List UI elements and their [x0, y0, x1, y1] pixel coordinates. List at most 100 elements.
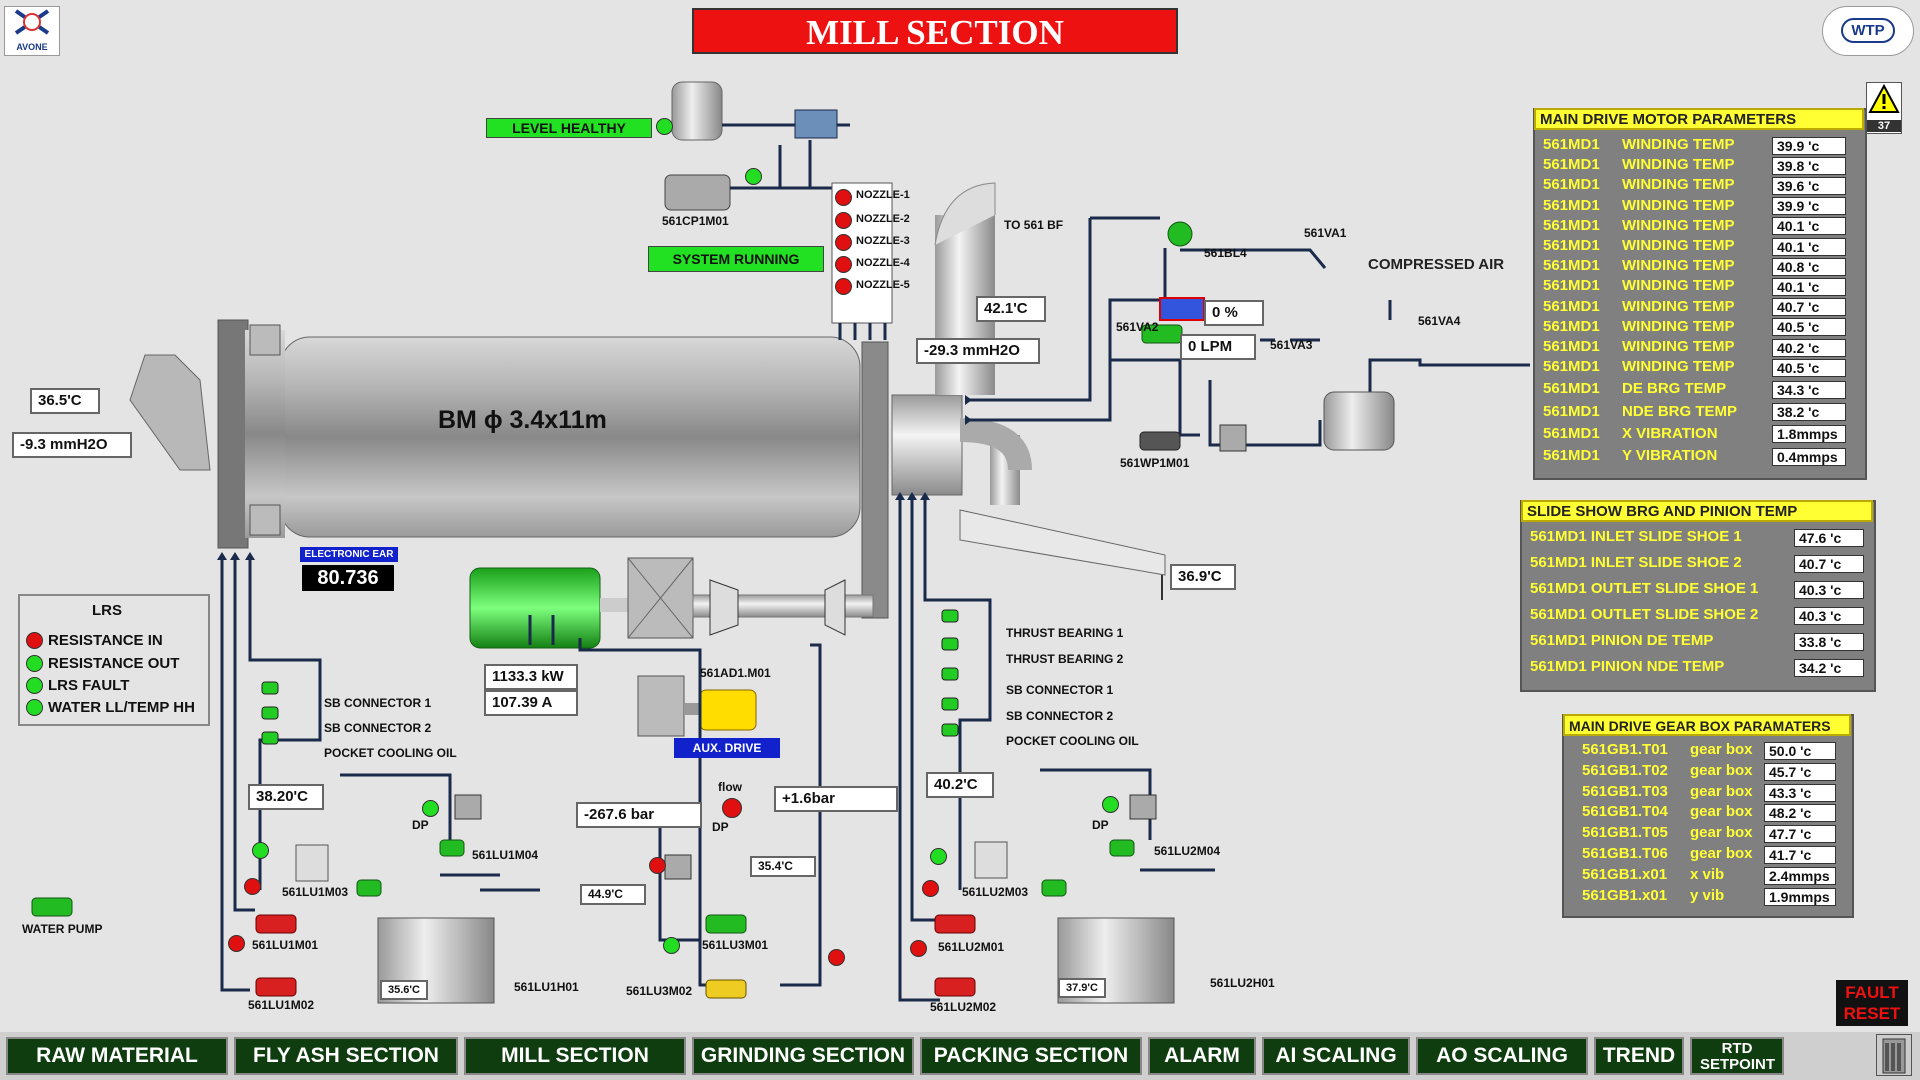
motor-row-value: 40.5 'c [1772, 358, 1846, 377]
motor-row-param: WINDING TEMP [1622, 176, 1735, 194]
nav-raw-material[interactable]: RAW MATERIAL [6, 1037, 228, 1075]
motor-row-tag: 561MD1 [1543, 338, 1600, 355]
nav-rtd-setpoint[interactable]: RTD SETPOINT [1690, 1037, 1784, 1075]
motor-row-param: Y VIBRATION [1622, 447, 1718, 464]
motor-row-value: 39.9 'c [1772, 136, 1846, 155]
mill-label: BM ϕ 3.4x11m [438, 406, 607, 434]
motor-row-value: 40.1 'c [1772, 277, 1846, 296]
motor-row-param: WINDING TEMP [1622, 358, 1735, 376]
water-ll-label: WATER LL/TEMP HH [48, 699, 195, 716]
fault-reset-button[interactable]: FAULT RESET [1836, 980, 1908, 1026]
right-sb-connector-1: SB CONNECTOR 1 [1006, 683, 1114, 697]
aux-drive-label: AUX. DRIVE [674, 738, 780, 758]
va3-label: 561VA3 [1270, 338, 1313, 352]
cp1m01-label: 561CP1M01 [662, 214, 729, 228]
alarm-indicator[interactable]: 37 [1866, 82, 1902, 134]
gear-row-param: gear box [1690, 761, 1753, 779]
motor-row-value: 40.2 'c [1772, 338, 1846, 357]
water-pump-label: WATER PUMP [22, 922, 103, 936]
va2-label: 561VA2 [1116, 320, 1159, 334]
resistance-out-led [26, 655, 43, 672]
gear-panel-title: MAIN DRIVE GEAR BOX PARAMATERS [1563, 714, 1851, 736]
slide-row-label: 561MD1 INLET SLIDE SHOE 2 [1530, 554, 1742, 571]
flow-arrows [217, 395, 972, 560]
nav-grinding-section[interactable]: GRINDING SECTION [692, 1037, 914, 1075]
lu1-tank-temp-value: 35.6'C [380, 980, 428, 1000]
resistance-out-label: RESISTANCE OUT [48, 655, 180, 672]
lu2-green-led [930, 848, 947, 865]
nozzle-2-label: NOZZLE-2 [856, 213, 910, 225]
lu3m01-label: 561LU3M01 [702, 938, 769, 952]
flow-label: flow [718, 780, 742, 794]
va2-percent-value: 0 % [1204, 300, 1264, 326]
nozzle-2-led [835, 212, 852, 229]
motor-row-param: WINDING TEMP [1622, 317, 1735, 335]
motor-row-value: 40.1 'c [1772, 217, 1846, 236]
lu1-temp-value: 38.20'C [248, 784, 324, 810]
ad1m01-label: 561AD1.M01 [700, 666, 771, 680]
motor-row-param: WINDING TEMP [1622, 338, 1735, 355]
motor-row-value: 0.4mmps [1772, 447, 1846, 466]
chute-temp-value: 36.9'C [1170, 564, 1236, 590]
lu2-red-led-1 [922, 880, 939, 897]
slide-row-label: 561MD1 INLET SLIDE SHOE 1 [1530, 528, 1742, 545]
slide-row-value: 47.6 'c [1794, 529, 1864, 547]
motor-row-tag: 561MD1 [1543, 317, 1600, 335]
gear-row-tag: 561GB1.T03 [1582, 782, 1668, 800]
motor-row-param: WINDING TEMP [1622, 297, 1735, 315]
motor-row-param: DE BRG TEMP [1622, 380, 1727, 398]
gear-row-value: 45.7 'c [1764, 762, 1836, 781]
motor-row-value: 40.5 'c [1772, 318, 1846, 337]
water-ll-led [26, 699, 43, 716]
slide-row-value: 40.7 'c [1794, 555, 1864, 573]
motor-row-tag: 561MD1 [1543, 297, 1600, 315]
motor-row-tag: 561MD1 [1543, 136, 1600, 153]
gear-row-param: gear box [1690, 845, 1753, 862]
gear-row-tag: 561GB1.T05 [1582, 824, 1668, 842]
process-piping [220, 216, 1530, 1002]
motor-row-value: 34.3 'c [1772, 380, 1846, 399]
nav-fly-ash-section[interactable]: FLY ASH SECTION [234, 1037, 458, 1075]
ball-mill [129, 319, 889, 619]
page-title: MILL SECTION [692, 8, 1178, 54]
slide-panel-title: SLIDE SHOW BRG AND PINION TEMP [1521, 500, 1873, 522]
nav-ao-scaling[interactable]: AO SCALING [1416, 1037, 1588, 1075]
nav-packing-section[interactable]: PACKING SECTION [920, 1037, 1142, 1075]
lu1m01-label: 561LU1M01 [252, 938, 319, 952]
warning-icon [1868, 83, 1900, 113]
motor-row-tag: 561MD1 [1543, 277, 1600, 295]
nav-trend[interactable]: TREND [1594, 1037, 1684, 1075]
slide-row-label: 561MD1 OUTLET SLIDE SHOE 1 [1530, 580, 1759, 597]
wtp-logo-text: WTP [1841, 18, 1895, 43]
gear-row-param: y vib [1690, 886, 1725, 904]
gear-row-tag: 561GB1.T06 [1582, 845, 1668, 862]
current-a-value: 107.39 A [484, 690, 578, 716]
main-drive [469, 557, 874, 737]
nozzle-3-label: NOZZLE-3 [856, 235, 910, 247]
lu2m03-label: 561LU2M03 [962, 885, 1029, 899]
nav-alarm[interactable]: ALARM [1148, 1037, 1256, 1075]
press-bar-value: -267.6 bar [576, 802, 702, 828]
lu2-dp-label: DP [1092, 818, 1109, 832]
avone-emblem-icon [14, 9, 50, 35]
nozzle-1-led [835, 189, 852, 206]
motor-row-value: 39.6 'c [1772, 176, 1846, 195]
lu1-red-led-2 [228, 935, 245, 952]
nav-ai-scaling[interactable]: AI SCALING [1262, 1037, 1410, 1075]
motor-row-value: 38.2 'c [1772, 403, 1846, 422]
outlet-temp-value: 42.1'C [976, 296, 1046, 322]
lu2m02-label: 561LU2M02 [930, 1000, 997, 1014]
motor-row-tag: 561MD1 [1543, 196, 1600, 214]
motor-row-value: 40.8 'c [1772, 257, 1846, 276]
lu3-temp2-value: 44.9'C [580, 884, 646, 905]
right-pocket-cooling-oil: POCKET COOLING OIL [1006, 734, 1139, 748]
lu3-red-led-2 [828, 949, 845, 966]
nozzle-5-label: NOZZLE-5 [856, 279, 910, 291]
nav-mill-section[interactable]: MILL SECTION [464, 1037, 686, 1075]
motor-row-value: 1.8mmps [1772, 425, 1846, 444]
lu2m04-label: 561LU2M04 [1154, 844, 1221, 858]
nozzle-4-label: NOZZLE-4 [856, 257, 910, 269]
exit-door-icon[interactable] [1876, 1034, 1912, 1076]
nozzle-4-led [835, 256, 852, 273]
outlet-duct [891, 182, 1166, 600]
